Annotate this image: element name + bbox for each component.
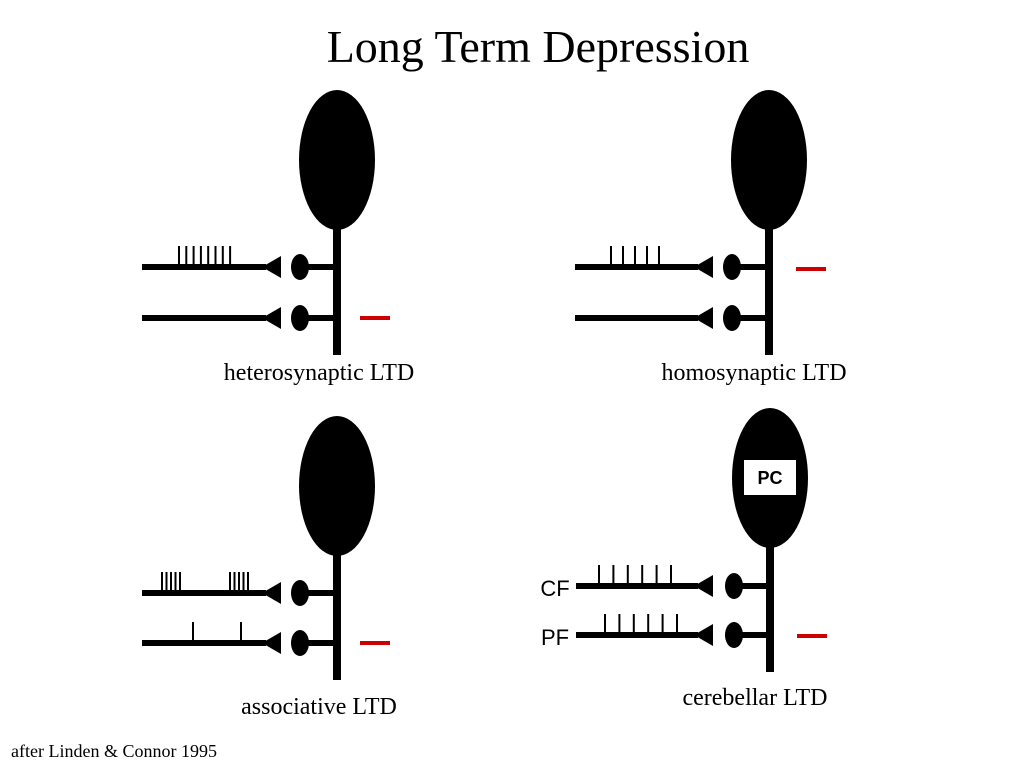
neuron-soma	[299, 90, 375, 230]
input-fiber-1	[142, 246, 337, 280]
spike-train	[598, 565, 672, 585]
spike-train	[610, 246, 660, 266]
spike-train	[604, 614, 678, 634]
panel-homosynaptic: homosynaptic LTD	[575, 90, 847, 386]
panel-caption: cerebellar LTD	[682, 685, 827, 711]
panel-heterosynaptic: heterosynaptic LTD	[142, 90, 414, 386]
axon-terminal	[262, 256, 281, 278]
panel-caption: homosynaptic LTD	[661, 360, 846, 386]
input-fiber-1	[575, 246, 769, 280]
input-fiber-climbing: CF	[540, 565, 770, 601]
panel-caption: heterosynaptic LTD	[224, 360, 414, 386]
spike-train	[192, 622, 242, 642]
neuron-soma	[299, 416, 375, 556]
fiber-label-cf: CF	[540, 576, 569, 601]
panel-caption: associative LTD	[241, 694, 397, 720]
input-fiber-1	[142, 572, 337, 606]
neuron-soma	[731, 90, 807, 230]
axon-terminal	[262, 307, 281, 329]
input-fiber-2	[142, 305, 337, 331]
panel-associative: associative LTD	[142, 416, 397, 720]
input-fiber-2	[142, 622, 337, 656]
cell-label-box	[744, 460, 796, 495]
axon-terminal	[694, 256, 713, 278]
axon-terminal	[262, 632, 281, 654]
citation-credit: after Linden & Connor 1995	[11, 741, 217, 761]
panel-cerebellar: PC CF PF cerebellar LTD	[540, 408, 828, 711]
spike-train	[161, 572, 249, 592]
spike-train	[178, 246, 232, 266]
slide-title: Long Term Depression	[326, 21, 750, 72]
cell-label: PC	[757, 468, 782, 488]
input-fiber-parallel: PF	[541, 614, 770, 650]
input-fiber-2	[575, 305, 769, 331]
axon-terminal	[694, 575, 713, 597]
axon-terminal	[694, 624, 713, 646]
axon-terminal	[694, 307, 713, 329]
axon-terminal	[262, 582, 281, 604]
fiber-label-pf: PF	[541, 625, 569, 650]
